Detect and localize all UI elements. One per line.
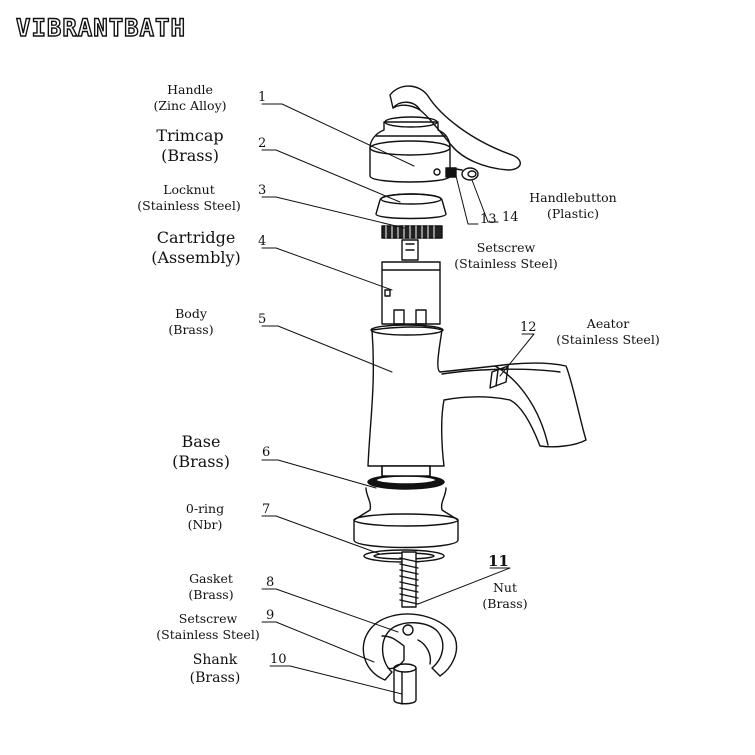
callout-number: 2	[258, 136, 267, 151]
gasket	[362, 613, 458, 681]
callout-number: 11	[488, 552, 509, 570]
callout-label: 0-ring (Nbr)	[185, 501, 225, 532]
trimcap	[375, 193, 447, 220]
callout-number: 3	[258, 183, 267, 198]
handle-setscrew	[445, 167, 463, 178]
callout-label: Nut (Brass)	[482, 580, 528, 611]
callout-number: 4	[258, 234, 267, 249]
base	[353, 487, 459, 549]
callout-label: Setscrew (Stainless Steel)	[454, 240, 558, 271]
callout-label: Handle (Zinc Alloy)	[153, 82, 227, 113]
callout-label: Trimcap (Brass)	[156, 126, 224, 165]
leader-lines	[261, 103, 535, 695]
callout-number: 5	[258, 312, 267, 327]
handle-knob	[369, 121, 451, 183]
body-spout	[367, 326, 587, 467]
callout-label: Body (Brass)	[168, 306, 214, 337]
callout-number: 1	[258, 90, 267, 105]
aerator	[489, 365, 509, 389]
callout-number: 13	[480, 212, 497, 227]
callout-number: 8	[266, 575, 275, 590]
cartridge	[381, 239, 441, 325]
callout-label: Cartridge (Assembly)	[151, 228, 241, 267]
callout-number: 7	[262, 502, 271, 517]
callout-number: 12	[520, 320, 537, 335]
callout-number: 10	[270, 652, 287, 667]
brand-logo: VIBRANTBATH	[15, 13, 186, 42]
callout-label: Locknut (Stainless Steel)	[137, 182, 241, 213]
callout-label: Gasket (Brass)	[188, 571, 234, 602]
callout-number: 9	[266, 608, 275, 623]
callout-label: Setscrew (Stainless Steel)	[156, 611, 260, 642]
callout-label: Base (Brass)	[172, 432, 230, 471]
locknut	[381, 225, 443, 239]
callout-number: 6	[262, 445, 271, 460]
callout-number: 14	[502, 210, 519, 225]
body-ring	[367, 465, 445, 490]
handle-lever	[389, 85, 521, 171]
callout-label: Shank (Brass)	[189, 652, 241, 686]
threaded-stud	[399, 551, 419, 608]
callout-label: Handlebutton (Plastic)	[529, 190, 617, 221]
callout-label: Aeator (Stainless Steel)	[556, 316, 660, 347]
handlebutton	[461, 167, 479, 181]
shank	[393, 663, 417, 705]
